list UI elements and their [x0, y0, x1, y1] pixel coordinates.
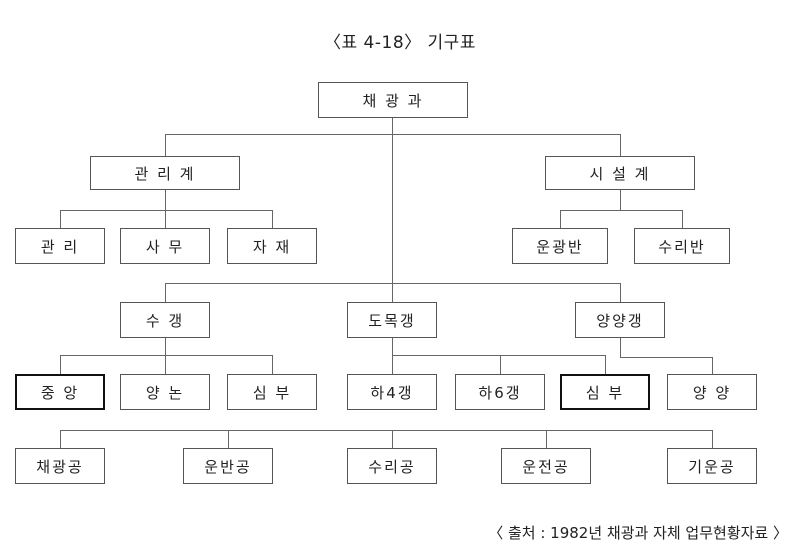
connector: [392, 118, 393, 302]
connector: [165, 210, 166, 228]
node-machinist: 기운공: [667, 448, 757, 484]
node-sugaeng: 수 갱: [120, 302, 210, 338]
node-yangnon: 양 논: [120, 374, 210, 410]
node-material: 자 재: [227, 228, 317, 264]
source-note: 〈 출처 : 1982년 채광과 자체 업무현황자료 〉: [488, 524, 788, 542]
connector: [620, 134, 621, 156]
connector: [60, 430, 712, 431]
connector: [560, 210, 561, 228]
connector: [60, 430, 61, 448]
connector: [165, 355, 166, 374]
node-central: 중 앙: [15, 374, 105, 410]
node-ha4: 하4갱: [347, 374, 437, 410]
connector: [60, 355, 61, 374]
node-office: 사 무: [120, 228, 210, 264]
node-repairer: 수리공: [347, 448, 437, 484]
node-facility: 시 설 계: [545, 156, 695, 190]
connector: [392, 355, 393, 374]
connector: [620, 357, 712, 358]
connector: [500, 355, 501, 374]
node-root: 채 광 과: [318, 82, 468, 118]
connector: [620, 190, 621, 210]
node-miner: 채광공: [15, 448, 105, 484]
connector: [272, 210, 273, 228]
connector: [620, 338, 621, 357]
connector: [60, 355, 272, 356]
connector: [165, 134, 166, 156]
connector: [712, 430, 713, 448]
connector: [272, 355, 273, 374]
node-operator: 운전공: [501, 448, 591, 484]
connector: [392, 430, 393, 448]
connector: [392, 355, 605, 356]
connector: [228, 430, 229, 448]
connector: [546, 430, 547, 448]
connector: [605, 355, 606, 374]
connector: [620, 283, 621, 302]
node-simbu-2: 심 부: [560, 374, 650, 410]
node-transport: 운광반: [512, 228, 608, 264]
node-hauler: 운반공: [183, 448, 273, 484]
connector: [60, 210, 61, 228]
node-yangyang: 양 양: [667, 374, 757, 410]
connector: [165, 283, 166, 302]
connector: [712, 357, 713, 374]
node-domokgaeng: 도목갱: [347, 302, 437, 338]
node-admin: 관 리 계: [90, 156, 240, 190]
node-simbu-1: 심 부: [227, 374, 317, 410]
connector: [392, 338, 393, 355]
node-mgmt: 관 리: [15, 228, 105, 264]
connector: [165, 134, 620, 135]
connector: [165, 283, 620, 284]
node-repair: 수리반: [634, 228, 730, 264]
node-ha6: 하6갱: [455, 374, 545, 410]
connector: [682, 210, 683, 228]
connector: [165, 190, 166, 210]
connector: [560, 210, 682, 211]
connector: [165, 338, 166, 355]
connector: [60, 210, 272, 211]
diagram-title: 〈표 4-18〉 기구표: [324, 33, 476, 53]
node-yangyanggaeng: 양양갱: [575, 302, 665, 338]
